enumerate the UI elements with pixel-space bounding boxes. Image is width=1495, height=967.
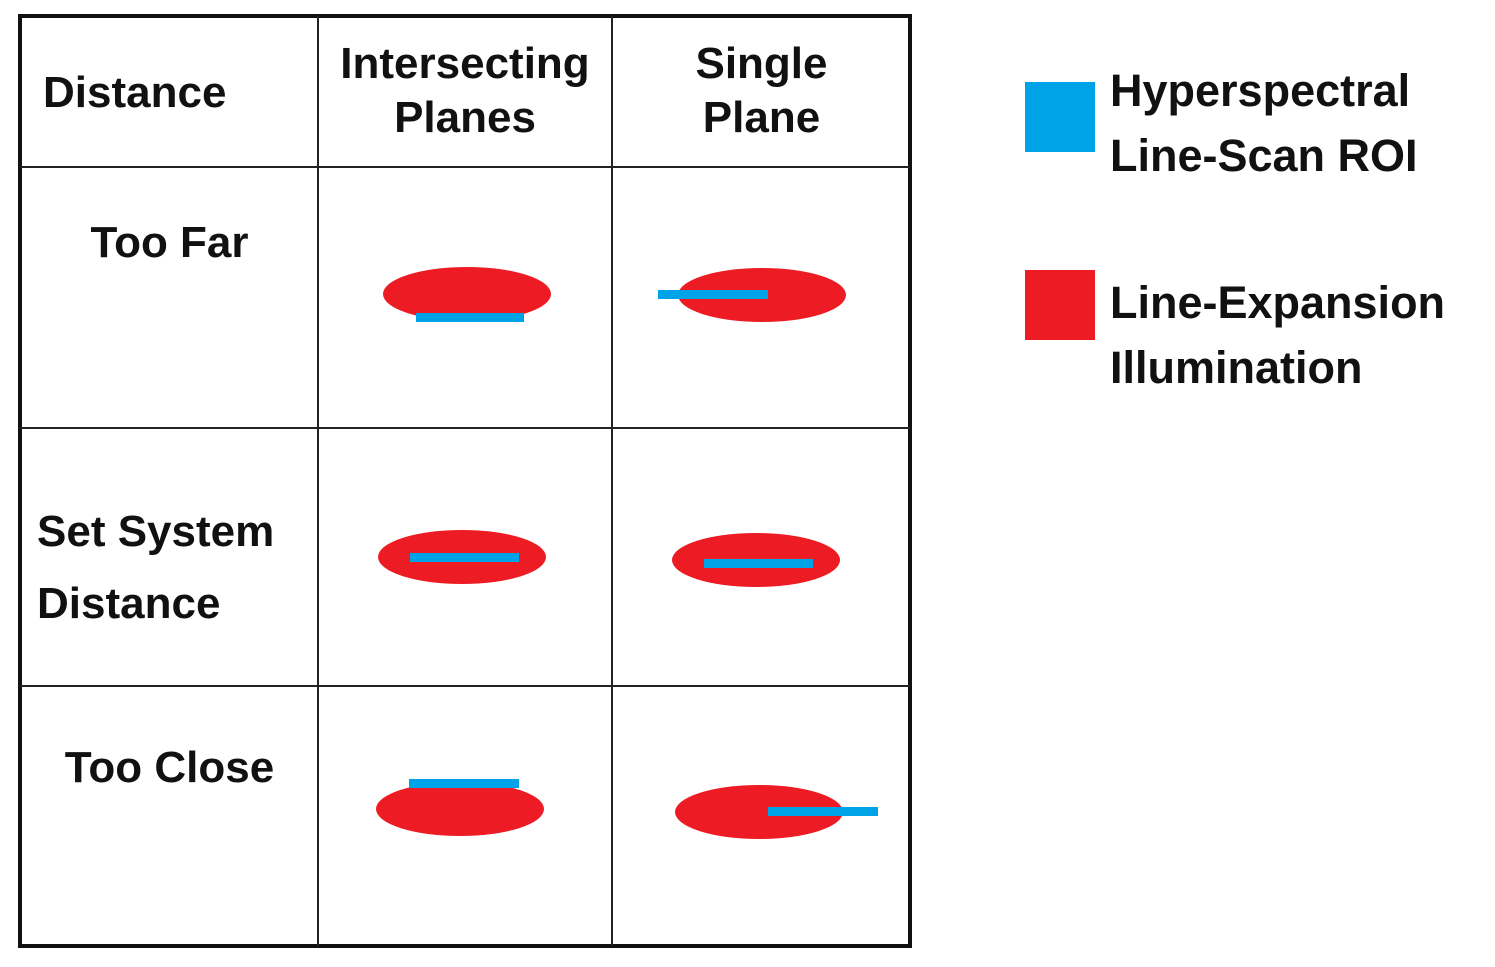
header-distance: Distance — [43, 68, 227, 117]
too-close-single-plane-diagram — [675, 785, 878, 839]
roi-line — [416, 313, 524, 322]
row-label-too-far: Too Far — [90, 218, 249, 267]
row-divider-2 — [20, 685, 910, 687]
row-label-too-close: Too Close — [64, 743, 275, 792]
too-far-single-plane-diagram — [658, 268, 846, 322]
row-divider-header — [20, 166, 910, 168]
roi-legend-label: Hyperspectral Line-Scan ROI — [1110, 65, 1418, 181]
roi-line — [704, 559, 813, 568]
roi-line — [658, 290, 768, 299]
too-close-intersecting-diagram — [376, 779, 544, 836]
illumination-ellipse — [383, 267, 551, 321]
column-divider-1 — [317, 16, 319, 946]
illumination-legend-label: Line-Expansion Illumination — [1110, 277, 1446, 393]
table-border — [18, 14, 912, 948]
row-label-set-system-distance: Set System Distance — [37, 507, 275, 628]
roi-line — [410, 553, 519, 562]
illumination-ellipse — [675, 785, 843, 839]
roi-line — [409, 779, 519, 788]
illumination-swatch — [1025, 270, 1095, 340]
row-divider-1 — [20, 427, 910, 429]
too-far-intersecting-diagram — [383, 267, 551, 322]
header-intersecting-planes: Intersecting Planes — [340, 39, 590, 142]
set-distance-single-plane-diagram — [672, 533, 840, 587]
roi-swatch — [1025, 82, 1095, 152]
column-divider-2 — [611, 16, 613, 946]
roi-line — [768, 807, 878, 816]
header-single-plane: Single Plane — [695, 39, 828, 142]
set-distance-intersecting-diagram — [378, 530, 546, 584]
illumination-ellipse — [376, 782, 544, 836]
